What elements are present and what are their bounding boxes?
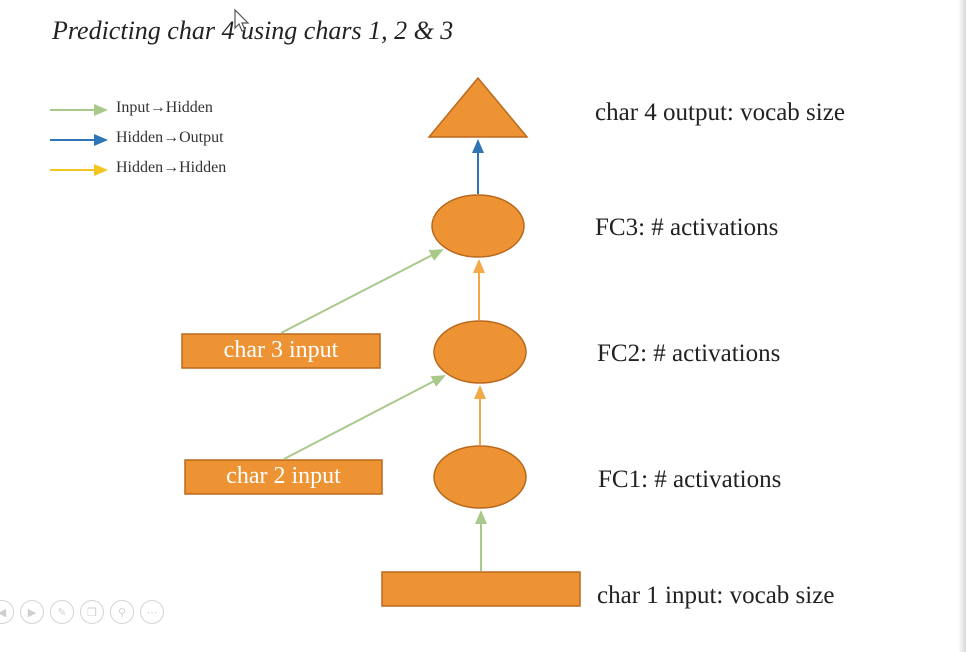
zoom-icon[interactable]: ⚲ <box>110 600 134 624</box>
fc2-label: FC2: # activations <box>597 340 781 367</box>
char2-to-fc2-arrow <box>283 375 446 460</box>
fc2-node <box>433 320 527 384</box>
output-triangle <box>427 76 529 138</box>
char2-input-box <box>184 459 383 495</box>
pen-icon[interactable]: ✎ <box>50 600 74 624</box>
char1-input-label: char 1 input: vocab size <box>597 582 835 609</box>
copy-icon[interactable]: ❐ <box>80 600 104 624</box>
window-edge <box>958 0 966 652</box>
char3-to-fc3-arrow <box>280 249 444 334</box>
legend-input-hidden-label: Input→Hidden <box>116 99 213 116</box>
fc3-node <box>431 194 525 258</box>
char2-input-label: char 2 input <box>226 463 341 489</box>
char1-input-box <box>381 571 581 607</box>
more-icon[interactable]: ⋯ <box>140 600 164 624</box>
char3-input-box <box>181 333 381 369</box>
play-icon[interactable]: ▶ <box>20 600 44 624</box>
slideshow-controls: ◀ ▶ ✎ ❐ ⚲ ⋯ <box>0 600 164 624</box>
legend-hidden-hidden-label: Hidden→Hidden <box>116 159 227 176</box>
slide-title: Predicting char 4 using chars 1, 2 & 3 <box>52 16 454 45</box>
output-label: char 4 output: vocab size <box>595 99 845 126</box>
fc1-label: FC1: # activations <box>598 466 782 493</box>
back-icon[interactable]: ◀ <box>0 600 14 624</box>
legend-hidden-output-label: Hidden→Output <box>116 129 224 146</box>
fc1-node <box>433 445 527 509</box>
char3-input-label: char 3 input <box>223 337 339 363</box>
mouse-cursor-icon <box>234 8 250 32</box>
fc3-label: FC3: # activations <box>595 214 779 241</box>
